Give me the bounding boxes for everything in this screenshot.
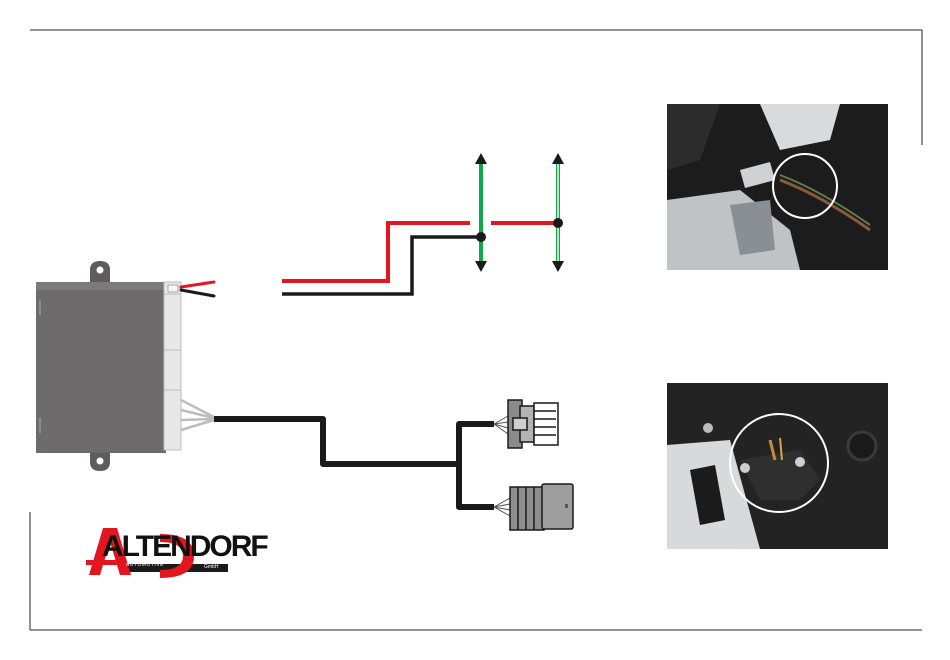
control-module: [36, 261, 181, 471]
vehicle-wire-green: [475, 153, 487, 272]
harness: [181, 400, 510, 516]
arrow-down-icon: [552, 261, 564, 272]
harness-branch-top: [459, 424, 494, 464]
black-wire: [282, 237, 481, 294]
vehicle-wire-green-white: [552, 153, 564, 272]
logo-brand-text: ALTENDORF: [102, 530, 267, 564]
module-power-stub: [181, 282, 214, 296]
arrow-down-icon: [475, 261, 487, 272]
power-wires: [282, 223, 558, 294]
arrow-up-icon: [475, 153, 487, 164]
logo-suffix: GmbH: [204, 564, 218, 570]
logo-text-block: ALTENDORF AUTOMOTIVE GmbH: [86, 526, 232, 584]
photo-top: [667, 104, 888, 270]
splice-point: [476, 232, 486, 242]
female-connector: [508, 400, 558, 448]
harness-main: [214, 419, 459, 464]
splice-point: [553, 218, 563, 228]
arrow-up-icon: [552, 153, 564, 164]
photo-bottom: [667, 383, 888, 549]
harness-branch-bottom: [459, 464, 494, 507]
logo-subtitle: AUTOMOTIVE: [126, 562, 164, 568]
male-connector: [510, 484, 573, 530]
module-connector-strip: [164, 282, 181, 450]
module-body: [36, 282, 166, 453]
red-wire: [282, 223, 470, 281]
